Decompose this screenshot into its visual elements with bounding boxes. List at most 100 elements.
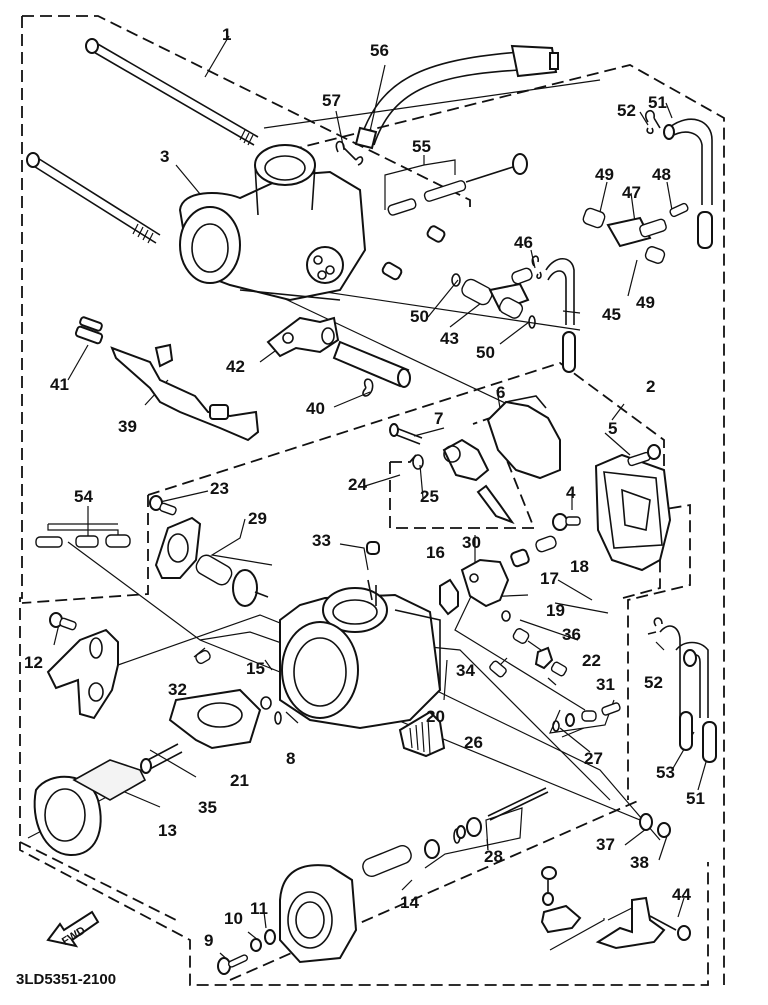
callout-57: 57	[322, 91, 341, 110]
plunger-17	[510, 548, 530, 568]
screw-9	[217, 954, 249, 975]
callout-27: 27	[584, 749, 603, 768]
joint-43	[461, 267, 533, 319]
bracket-39	[110, 343, 260, 442]
pin-7	[389, 423, 423, 445]
nut-38	[657, 822, 671, 838]
callout-46: 46	[514, 233, 533, 252]
outer-assembly-boundary	[19, 15, 709, 986]
callout-3: 3	[160, 147, 169, 166]
nut-44	[677, 925, 691, 941]
o-ring-50-lower	[528, 315, 536, 329]
clip-52-upper	[645, 110, 661, 135]
callout-52a: 52	[617, 101, 636, 120]
callout-19: 19	[546, 601, 565, 620]
callout-51a: 51	[648, 93, 667, 112]
callout-44: 44	[672, 885, 691, 904]
callout-34: 34	[456, 661, 475, 680]
callout-42: 42	[226, 357, 245, 376]
screw-18	[535, 535, 557, 553]
washer-37	[639, 813, 653, 831]
springs-54	[35, 534, 131, 548]
screw-23	[149, 495, 177, 516]
callout-35: 35	[198, 798, 217, 817]
o-ring-15	[260, 696, 272, 710]
screw-34	[489, 660, 507, 678]
right-group-boundary	[289, 64, 725, 985]
callout-32: 32	[168, 680, 187, 699]
callout-39: 39	[118, 417, 137, 436]
through-bolt-lower	[26, 152, 161, 244]
callout-31: 31	[596, 675, 615, 694]
callout-5: 5	[608, 419, 617, 438]
springs-55	[387, 153, 528, 216]
washer-10	[250, 938, 262, 952]
forward-direction-arrow: FWD	[46, 910, 100, 948]
callout-23: 23	[210, 479, 229, 498]
callout-20: 20	[426, 707, 445, 726]
callout-56: 56	[370, 41, 389, 60]
callout-37: 37	[596, 835, 615, 854]
parts-28	[424, 787, 549, 859]
callout-18: 18	[570, 557, 589, 576]
callout-26: 26	[464, 733, 483, 752]
callout-2: 2	[646, 377, 655, 396]
lower-carburetor-body	[279, 579, 442, 730]
callout-7: 7	[434, 409, 443, 428]
callout-4: 4	[566, 483, 576, 502]
callout-51b: 51	[686, 789, 705, 808]
washer-25	[412, 454, 424, 470]
callout-47: 47	[622, 183, 641, 202]
callouts: 1 2 3 4 5 6 7 8 9 10 11 12 13 14 15 16 1…	[16, 25, 705, 988]
screw-36	[512, 628, 530, 644]
plug-part	[381, 261, 403, 281]
spring-assembly-26	[398, 710, 446, 758]
float-21	[168, 688, 262, 750]
callout-55: 55	[412, 137, 431, 156]
through-bolt-upper	[85, 38, 259, 146]
clip-46	[531, 255, 542, 280]
throttle-stop-42	[266, 316, 340, 358]
callout-11: 11	[250, 899, 268, 918]
right-inner-bracket	[622, 503, 691, 800]
o-ring-19	[501, 610, 511, 622]
fuel-joint-assembly	[582, 202, 689, 264]
float-arm	[442, 438, 490, 482]
cover-plate	[154, 516, 202, 579]
hose-45	[545, 257, 576, 373]
screw-5	[627, 444, 661, 467]
hose-lower-53-51	[659, 625, 717, 763]
callout-9: 9	[204, 931, 213, 950]
bracket-22	[534, 646, 554, 670]
lever-16	[439, 578, 459, 616]
callout-10: 10	[224, 909, 243, 928]
callout-45: 45	[602, 305, 621, 324]
callout-33: 33	[312, 531, 331, 550]
callout-28: 28	[484, 847, 503, 866]
callout-25: 25	[420, 487, 439, 506]
callout-12: 12	[24, 653, 43, 672]
float-bowl-cover-2	[594, 453, 672, 572]
pipe-40	[332, 340, 411, 397]
callout-49a: 49	[595, 165, 614, 184]
callout-38: 38	[630, 853, 649, 872]
callout-8: 8	[286, 749, 295, 768]
throttle-lever-plate	[46, 628, 119, 720]
callout-15: 15	[246, 659, 265, 678]
needle-valve	[476, 484, 515, 525]
spring-29	[195, 554, 269, 607]
callout-30: 30	[462, 533, 481, 552]
callout-40: 40	[306, 399, 325, 418]
bottom-bracket	[540, 866, 677, 950]
screw-12	[49, 612, 77, 631]
callout-36: 36	[562, 625, 581, 644]
callout-16: 16	[426, 543, 445, 562]
clip-41	[74, 316, 104, 345]
throttle-cable-pipe	[354, 44, 559, 150]
screw-33	[366, 541, 380, 555]
parts-27	[552, 702, 621, 732]
callout-48: 48	[652, 165, 671, 184]
diaphragm-13	[33, 759, 147, 857]
callout-54: 54	[74, 487, 93, 506]
